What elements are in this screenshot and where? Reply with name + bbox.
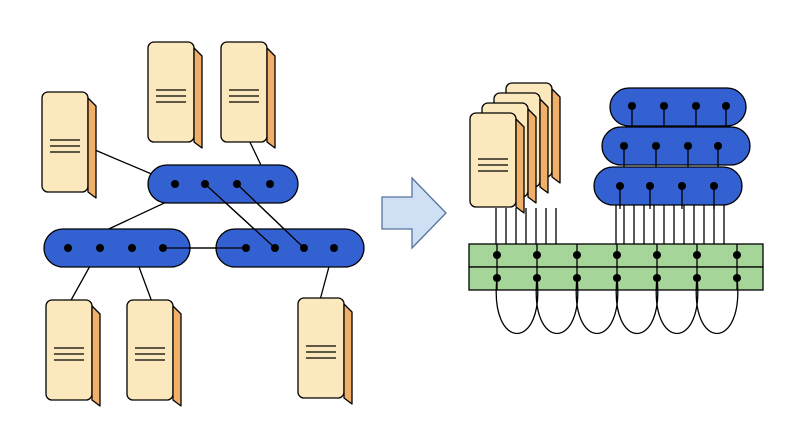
switch-port <box>646 182 654 190</box>
switch-port <box>171 180 179 188</box>
right-arrow-icon <box>381 176 447 250</box>
server-side <box>551 88 561 184</box>
network-switch-icon <box>593 166 743 209</box>
switch-port <box>96 244 104 252</box>
backplane-node <box>693 251 701 259</box>
server-tower-icon <box>469 112 525 214</box>
switch-port <box>710 182 718 190</box>
switch-port <box>678 182 686 190</box>
backplane-node <box>493 251 501 259</box>
server-tower-icon <box>220 41 276 149</box>
server-tower-icon <box>45 299 101 407</box>
network-switch-icon <box>601 126 751 169</box>
server-side <box>515 118 525 214</box>
switch-port <box>652 142 660 150</box>
switch-port <box>330 244 338 252</box>
switch-port <box>684 142 692 150</box>
switch-port <box>64 244 72 252</box>
server-side <box>539 98 549 194</box>
right-system <box>468 82 764 334</box>
switch-port <box>660 102 668 110</box>
switch-port <box>620 142 628 150</box>
link-over-a <box>204 183 276 249</box>
left-links-overlay <box>163 183 305 249</box>
left-network <box>41 41 365 407</box>
switch-body <box>609 87 747 127</box>
right-system-parts <box>468 82 764 334</box>
switch-body <box>601 126 751 166</box>
backplane-node <box>573 251 581 259</box>
left-links <box>67 137 335 303</box>
server-tower-icon <box>297 297 353 405</box>
backplane-wires <box>495 200 725 244</box>
server-tower-icon <box>147 41 203 149</box>
interconnect-loops <box>495 277 739 334</box>
server-tower-icon <box>126 299 182 407</box>
backplane-node <box>653 251 661 259</box>
link-over-b <box>236 183 305 249</box>
switch-port <box>628 102 636 110</box>
switch-port <box>128 244 136 252</box>
backplane-node <box>613 251 621 259</box>
switch-body <box>593 166 743 206</box>
switch-port <box>714 142 722 150</box>
switch-port <box>266 180 274 188</box>
switch-port <box>616 182 624 190</box>
network-switch-icon <box>147 164 299 204</box>
server-tower-icon <box>41 91 97 199</box>
backplane-node <box>733 251 741 259</box>
server-side <box>527 108 537 204</box>
switch-port <box>692 102 700 110</box>
network-switch-icon <box>609 87 747 130</box>
server-front <box>469 112 517 208</box>
switch-port <box>722 102 730 110</box>
backplane-node <box>533 251 541 259</box>
loop <box>695 277 739 334</box>
